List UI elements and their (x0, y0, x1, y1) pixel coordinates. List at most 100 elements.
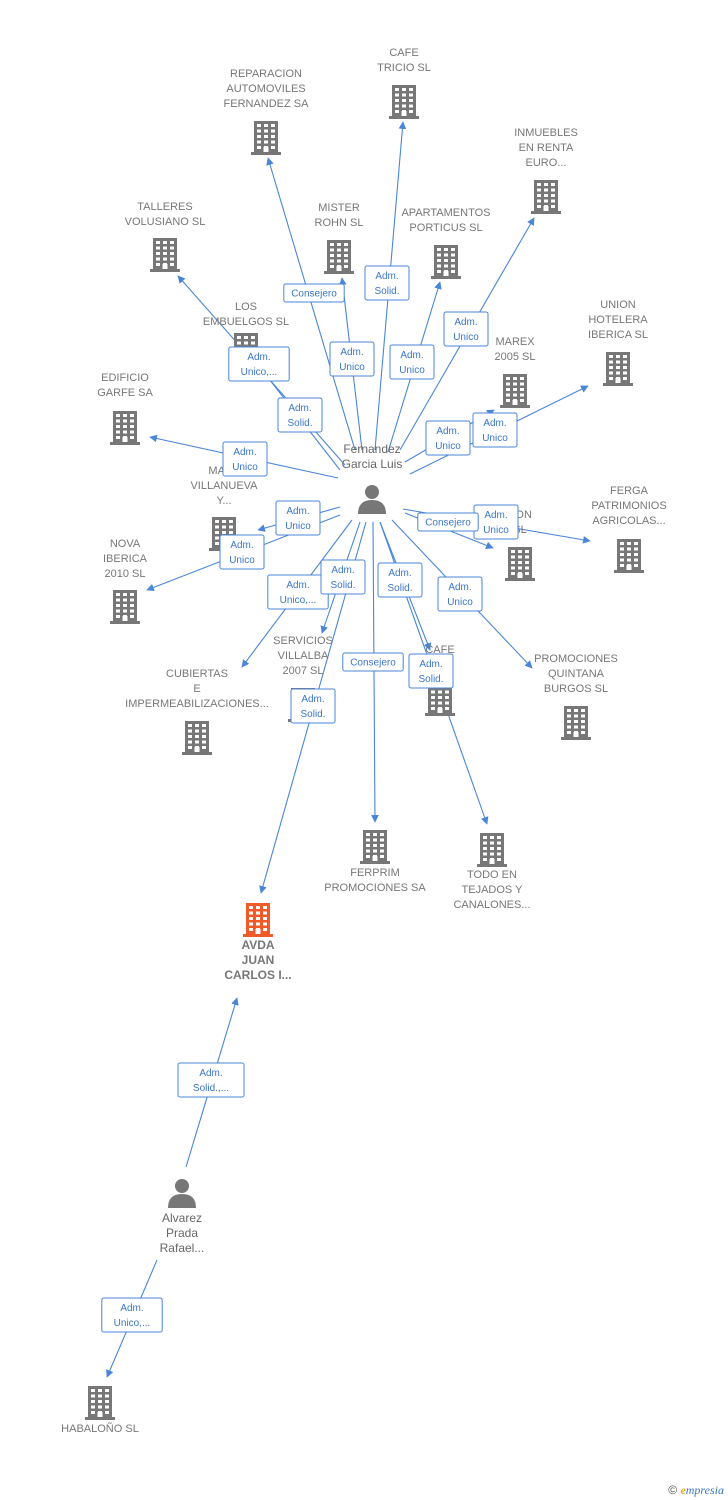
node-label-line: NOVA (110, 538, 141, 550)
role-badge[interactable]: Adm.Unico,... (101, 1297, 163, 1333)
role-badge[interactable]: Consejero (342, 652, 404, 672)
building-base (561, 737, 591, 740)
role-badge-text: Consejero (425, 518, 471, 529)
brand-logo[interactable]: empresia (680, 1483, 724, 1497)
building-window (123, 609, 127, 613)
building-window (91, 1400, 95, 1403)
role-badge[interactable]: Adm.Unico (275, 500, 321, 536)
company-node-ferga[interactable]: FERGAPATRIMONIOSAGRICOLAS... (591, 485, 667, 573)
building-window (537, 183, 541, 186)
building-window (116, 414, 120, 417)
building-window (551, 205, 555, 208)
role-badge[interactable]: Adm.Unico,... (267, 574, 329, 610)
role-badge[interactable]: Adm.Solid. (377, 562, 423, 598)
role-badge[interactable]: Adm.Unico (222, 441, 268, 477)
building-window (116, 419, 120, 423)
node-label-line: TEJADOS Y (462, 884, 524, 896)
building-window (513, 377, 517, 380)
building-window (513, 382, 517, 386)
building-window (215, 525, 219, 529)
building-window (551, 183, 555, 186)
role-badge[interactable]: Adm.Unico (219, 534, 265, 570)
building-window (451, 264, 455, 268)
role-badge-text: Adm. (375, 271, 398, 282)
building-window (395, 110, 399, 113)
role-badge[interactable]: Adm.Unico (472, 412, 518, 448)
role-badge[interactable]: Adm.Solid. (290, 688, 336, 724)
node-label-line: PROMOCIONES (534, 653, 618, 665)
building-window (520, 382, 524, 386)
building-window (163, 241, 167, 244)
node-label-line: Fernandez (343, 442, 400, 456)
person-node-alvarez[interactable]: AlvarezPradaRafael... (160, 1179, 205, 1255)
role-badge[interactable]: Adm.Unico (425, 420, 471, 456)
role-badge-text: Solid. (374, 286, 399, 297)
role-badge[interactable]: Adm.Unico (443, 311, 489, 347)
building-window (123, 598, 127, 602)
node-label-line: 2007 SL (283, 665, 324, 677)
building-window (483, 852, 487, 856)
building-window (490, 847, 494, 850)
building-window (506, 393, 510, 397)
building-window (256, 917, 260, 920)
building-base (603, 383, 633, 386)
role-badge[interactable]: Adm.Solid. (408, 653, 454, 689)
role-badge[interactable]: Adm.Solid.,... (177, 1062, 245, 1098)
role-badge[interactable]: Adm.Unico (389, 344, 435, 380)
building-window (567, 709, 571, 712)
role-badge[interactable]: Adm. Solid. (364, 265, 410, 301)
role-badge[interactable]: Adm.Unico (437, 576, 483, 612)
building-window (98, 1389, 102, 1392)
role-badge-box (320, 559, 366, 595)
role-badge[interactable]: Consejero (417, 512, 479, 532)
node-label-line: IBERICA SL (588, 329, 648, 341)
building-window (402, 104, 406, 108)
building-window (513, 393, 517, 397)
building-window (567, 725, 571, 729)
company-node-cubiertas[interactable]: CUBIERTASEIMPERMEABILIZACIONES... (125, 668, 269, 755)
role-badge[interactable]: Consejero (283, 283, 345, 303)
building-window (437, 264, 441, 268)
company-node-habalono[interactable]: HABALOÑO SL (61, 1386, 139, 1435)
role-badge-text: Consejero (350, 658, 396, 669)
role-badge[interactable]: Adm.Solid. (320, 559, 366, 595)
building-window (366, 855, 370, 858)
building-window (537, 199, 541, 203)
role-badge[interactable]: Adm.Unico (329, 341, 375, 377)
building-window (249, 922, 253, 926)
building-window (105, 1411, 109, 1414)
building-window (105, 1389, 109, 1392)
building-window (202, 724, 206, 727)
role-badge[interactable]: Adm.Unico (473, 504, 519, 540)
building-door (97, 1412, 103, 1417)
copyright-symbol: © (668, 1483, 678, 1497)
building-window (574, 725, 578, 729)
role-badge[interactable]: Adm.Unico,... (228, 346, 290, 382)
role-badge[interactable]: Adm.Solid. (277, 397, 323, 433)
building-base (150, 269, 180, 272)
node-label-line: EURO... (526, 157, 567, 169)
building-window (497, 852, 501, 856)
building-window (202, 735, 206, 738)
building-window (344, 254, 348, 257)
building-window (98, 1394, 102, 1398)
node-label-line: AUTOMOVILES (226, 83, 305, 95)
role-badge-text: Adm. (199, 1068, 222, 1079)
building-window (98, 1400, 102, 1403)
building-window (483, 841, 487, 845)
